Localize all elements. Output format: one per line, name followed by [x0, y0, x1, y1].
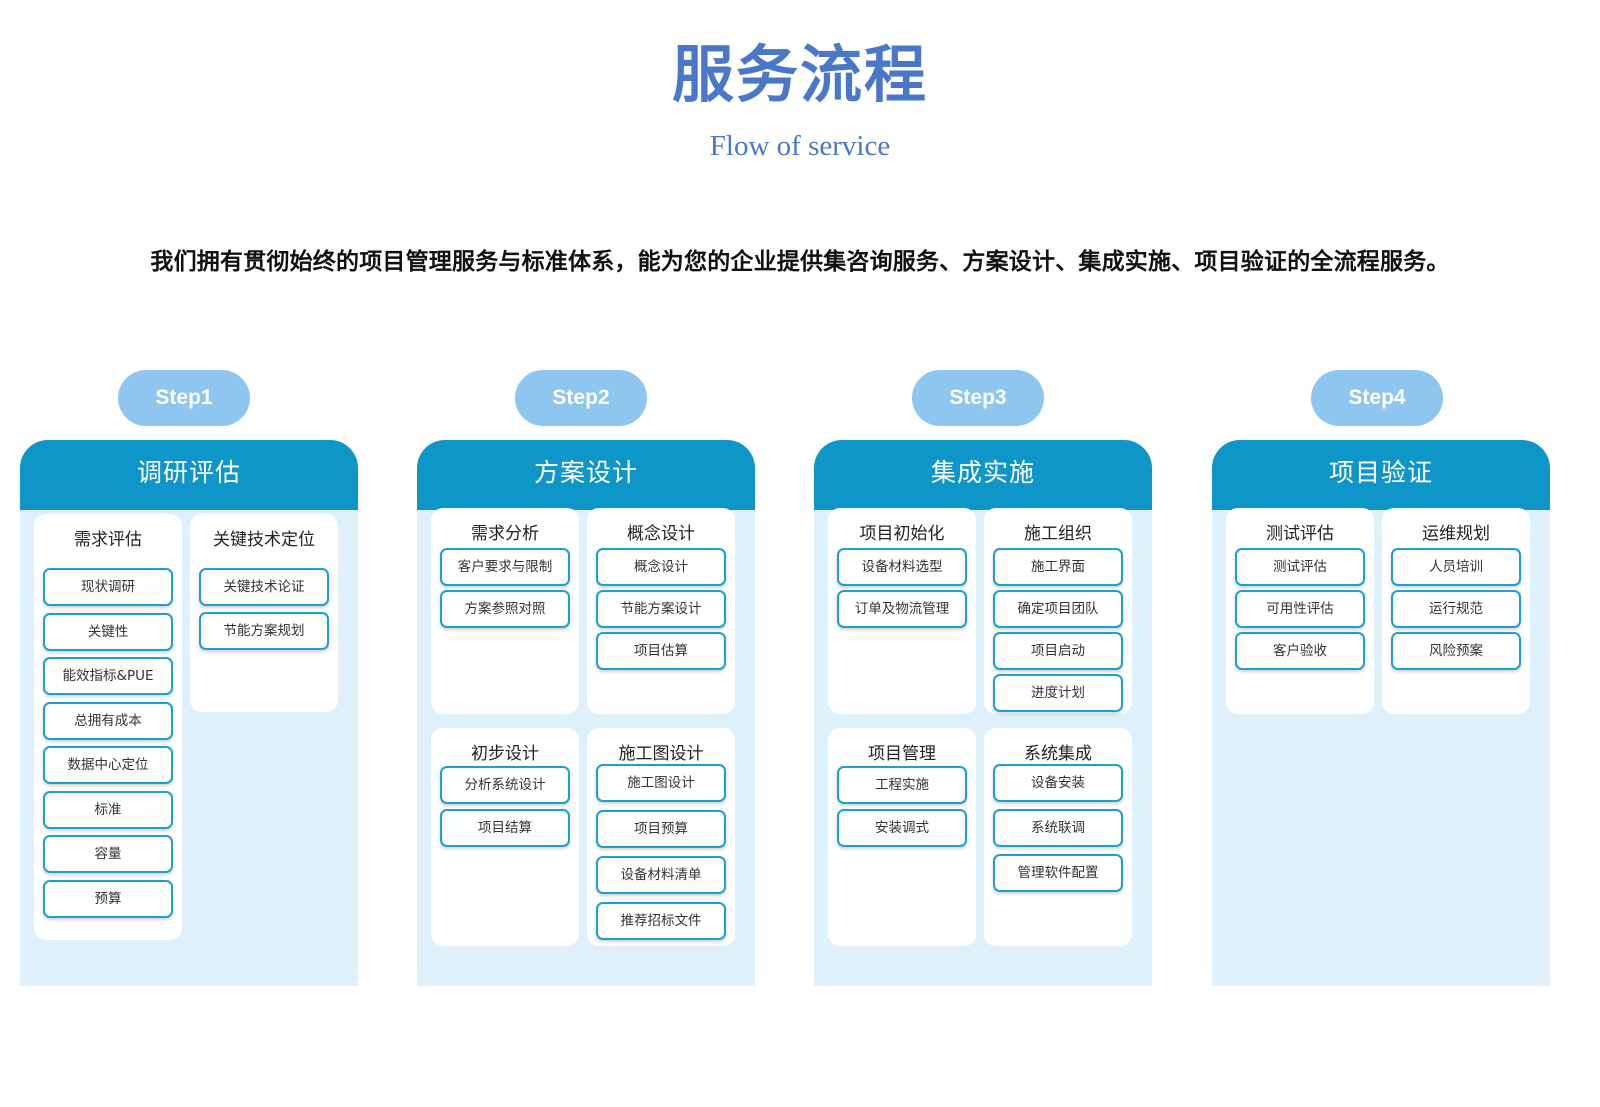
phase-group-title: 关键技术定位 — [213, 530, 315, 550]
task-item: 分析系统设计 — [440, 766, 570, 804]
phase-group: 概念设计概念设计节能方案设计项目估算 — [587, 508, 735, 714]
task-item: 风险预案 — [1391, 632, 1521, 670]
task-item: 客户要求与限制 — [440, 548, 570, 586]
step-card-title: 项目验证 — [1212, 440, 1550, 510]
task-item: 概念设计 — [596, 548, 726, 586]
task-item: 运行规范 — [1391, 590, 1521, 628]
task-item: 确定项目团队 — [993, 590, 1123, 628]
phase-group: 系统集成设备安装系统联调管理软件配置 — [984, 728, 1132, 946]
phase-group-title: 测试评估 — [1266, 524, 1334, 544]
phase-group: 运维规划人员培训运行规范风险预案 — [1382, 508, 1530, 714]
phase-group: 需求分析客户要求与限制方案参照对照 — [431, 508, 579, 714]
phase-group-title: 需求评估 — [74, 530, 142, 550]
phase-group-title: 系统集成 — [1024, 744, 1092, 764]
phase-group: 初步设计分析系统设计项目结算 — [431, 728, 579, 946]
phase-group-title: 概念设计 — [627, 524, 695, 544]
step-card-title: 调研评估 — [20, 440, 358, 510]
task-item: 节能方案设计 — [596, 590, 726, 628]
task-item: 客户验收 — [1235, 632, 1365, 670]
task-item: 标准 — [43, 790, 173, 829]
task-item: 工程实施 — [837, 766, 967, 804]
step-card-title: 方案设计 — [417, 440, 755, 510]
phase-group-title: 运维规划 — [1422, 524, 1490, 544]
phase-group-title: 施工图设计 — [618, 744, 704, 764]
step-badge-4: Step4 — [1311, 370, 1443, 426]
task-item: 总拥有成本 — [43, 701, 173, 740]
phase-group: 项目管理工程实施安装调式 — [828, 728, 976, 946]
phase-group: 施工组织施工界面确定项目团队项目启动进度计划 — [984, 508, 1132, 714]
step-card-1: 调研评估需求评估现状调研关键性能效指标&PUE 总拥有成本数据中心定位标准容量预算… — [20, 440, 358, 986]
task-item: 关键技术论证 — [199, 568, 329, 606]
step-badge-2: Step2 — [515, 370, 647, 426]
task-item: 施工图设计 — [596, 764, 726, 802]
task-item: 测试评估 — [1235, 548, 1365, 586]
phase-group-title: 需求分析 — [471, 524, 539, 544]
task-item: 进度计划 — [993, 674, 1123, 712]
task-item: 项目启动 — [993, 632, 1123, 670]
phase-group: 施工图设计施工图设计项目预算设备材料清单推荐招标文件 — [587, 728, 735, 946]
phase-group: 测试评估测试评估可用性评估客户验收 — [1226, 508, 1374, 714]
page-subtitle: Flow of service — [709, 130, 891, 162]
task-item: 可用性评估 — [1235, 590, 1365, 628]
task-item: 项目估算 — [596, 632, 726, 670]
task-item: 方案参照对照 — [440, 590, 570, 628]
step-card-2: 方案设计需求分析客户要求与限制方案参照对照概念设计概念设计节能方案设计项目估算初… — [417, 440, 755, 986]
task-item: 安装调式 — [837, 809, 967, 847]
task-item: 人员培训 — [1391, 548, 1521, 586]
task-item: 数据中心定位 — [43, 746, 173, 784]
task-item: 项目预算 — [596, 810, 726, 848]
task-item: 关键性 — [43, 612, 173, 651]
task-item: 容量 — [43, 835, 173, 873]
step-card-4: 项目验证测试评估测试评估可用性评估客户验收运维规划人员培训运行规范风险预案 — [1212, 440, 1550, 986]
phase-group: 关键技术定位关键技术论证节能方案规划 — [190, 514, 338, 712]
step-card-title: 集成实施 — [814, 440, 1152, 510]
task-item: 节能方案规划 — [199, 612, 329, 650]
task-item: 项目结算 — [440, 809, 570, 847]
step-card-3: 集成实施项目初始化设备材料选型订单及物流管理施工组织施工界面确定项目团队项目启动… — [814, 440, 1152, 986]
phase-group: 需求评估现状调研关键性能效指标&PUE 总拥有成本数据中心定位标准容量预算 — [34, 514, 182, 940]
task-item: 能效指标&PUE — [43, 657, 173, 695]
task-item: 预算 — [43, 879, 173, 918]
phase-group-title: 项目管理 — [868, 744, 936, 764]
task-item: 设备安装 — [993, 764, 1123, 802]
phase-group-title: 项目初始化 — [859, 524, 945, 544]
task-item: 管理软件配置 — [993, 854, 1123, 892]
task-item: 设备材料选型 — [837, 548, 967, 586]
step-badge-3: Step3 — [912, 370, 1044, 426]
step-badge-1: Step1 — [118, 370, 250, 426]
task-item: 设备材料清单 — [596, 856, 726, 894]
task-item: 现状调研 — [43, 568, 173, 606]
phase-group-title: 施工组织 — [1024, 524, 1092, 544]
task-item: 系统联调 — [993, 809, 1123, 847]
task-item: 推荐招标文件 — [596, 902, 726, 940]
task-item: 施工界面 — [993, 548, 1123, 586]
page-title: 服务流程 — [671, 38, 928, 111]
intro-text: 我们拥有贯彻始终的项目管理服务与标准体系，能为您的企业提供集咨询服务、方案设计、… — [150, 248, 1450, 275]
phase-group: 项目初始化设备材料选型订单及物流管理 — [828, 508, 976, 714]
task-item: 订单及物流管理 — [837, 590, 967, 628]
phase-group-title: 初步设计 — [471, 744, 539, 764]
